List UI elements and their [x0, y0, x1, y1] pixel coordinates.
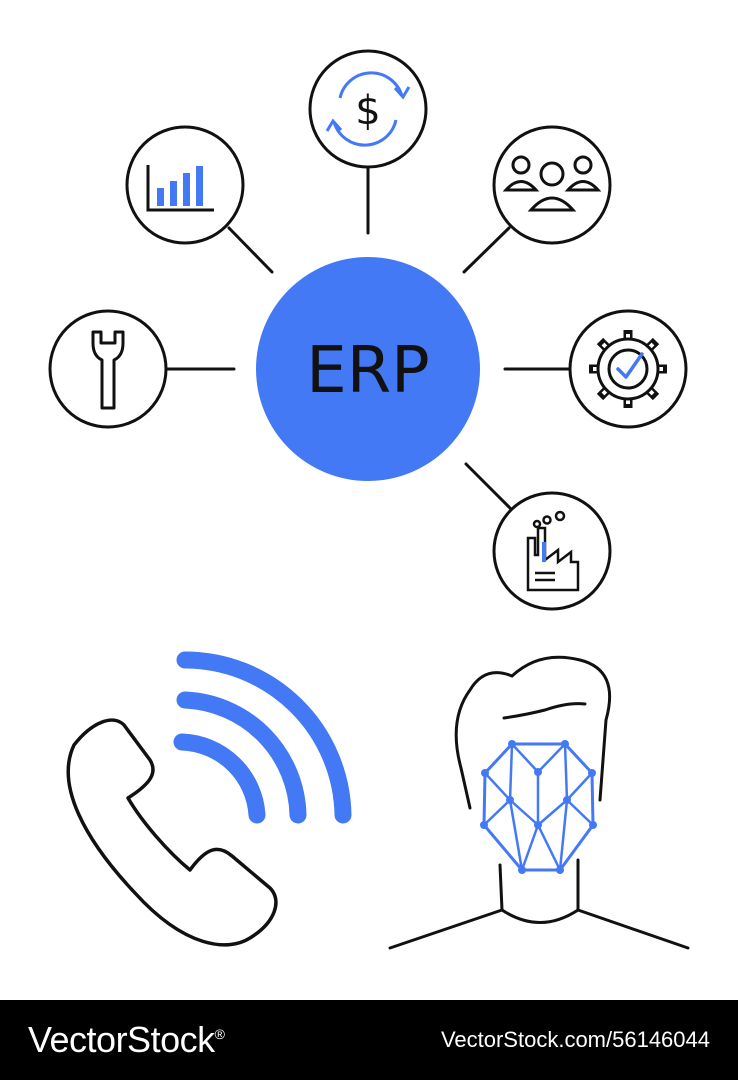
erp-hub-label: ERP	[306, 334, 430, 408]
team-node[interactable]	[492, 125, 612, 245]
phone-handset-icon	[66, 718, 278, 947]
signal-waves-icon	[173, 651, 352, 824]
production-node[interactable]	[492, 491, 612, 611]
phone-call-illustration	[66, 651, 352, 947]
analytics-node[interactable]	[125, 125, 245, 245]
hub-connectors	[165, 166, 573, 510]
face-scan-mesh-icon	[480, 740, 597, 874]
illustration: ERP $	[48, 49, 690, 950]
face-recognition-illustration	[388, 655, 690, 950]
vectorstock-logo[interactable]: VectorStock®	[28, 1019, 225, 1061]
image-id-link[interactable]: VectorStock.com/56146044	[440, 1027, 710, 1052]
currency-exchange-icon: $	[325, 71, 411, 147]
brand-name: VectorStock	[28, 1019, 215, 1060]
registered-mark: ®	[214, 1026, 225, 1042]
factory-icon	[526, 510, 580, 592]
gear-check-icon	[589, 330, 667, 408]
maintenance-node[interactable]	[48, 309, 168, 429]
dollar-sign-icon: $	[355, 88, 380, 134]
people-group-icon	[502, 155, 602, 212]
person-outline	[388, 655, 690, 950]
settings-node[interactable]	[568, 309, 688, 429]
wrench-icon	[91, 330, 125, 410]
finance-node[interactable]: $	[308, 49, 428, 169]
bar-chart-icon	[146, 165, 214, 212]
erp-hub[interactable]: ERP	[256, 257, 480, 481]
watermark-footer: VectorStock® VectorStock.com/56146044	[0, 1000, 738, 1080]
